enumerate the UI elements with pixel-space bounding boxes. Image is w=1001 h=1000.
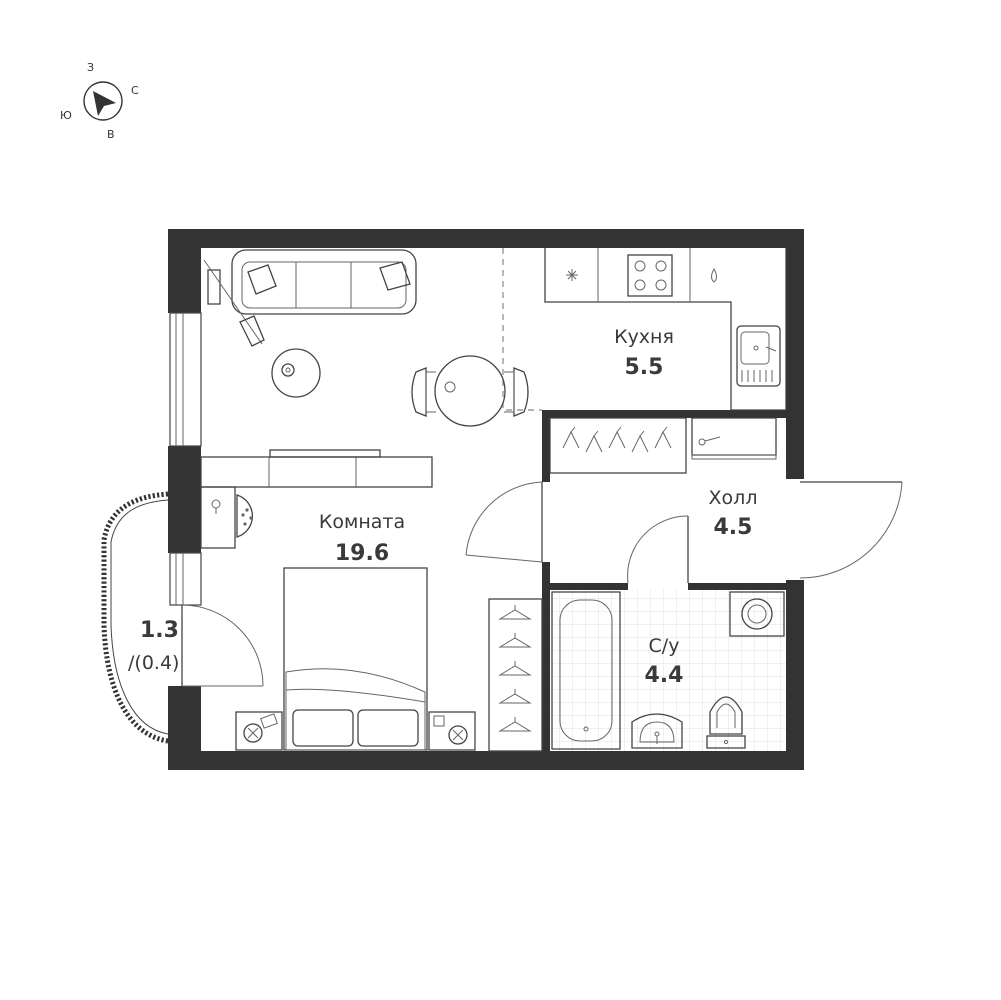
balcony-rail <box>101 491 169 744</box>
floor-lamp <box>203 259 265 347</box>
sofa <box>231 249 417 315</box>
compass-ring <box>83 81 123 121</box>
toilet <box>706 696 746 749</box>
bathtub <box>551 591 621 750</box>
living-room-furniture <box>200 249 543 752</box>
bathroom-sink <box>631 713 683 749</box>
wardrobe-hall <box>549 417 687 474</box>
hall-cabinet <box>691 417 777 460</box>
nightstand-right <box>428 711 476 751</box>
nightstand-left <box>235 711 283 751</box>
walls <box>168 229 804 770</box>
kitchen-sink <box>736 325 781 387</box>
balcony-edge <box>110 499 169 735</box>
wall-right-upper <box>786 229 804 479</box>
bathroom-tile-floor <box>550 589 786 751</box>
wall-top <box>168 229 804 248</box>
window-balcony <box>169 552 202 606</box>
bathroom-area: 4.4 <box>645 663 684 688</box>
coffee-table <box>271 348 321 398</box>
living-room-door <box>465 481 543 563</box>
kitchen-name: Кухня <box>614 326 674 348</box>
kitchen-furniture <box>544 248 787 411</box>
bathroom-name: С/у <box>649 635 680 657</box>
kitchen-area: 5.5 <box>625 355 664 380</box>
windows <box>169 312 202 606</box>
living-room-area: 19.6 <box>335 541 389 566</box>
hall-furniture <box>549 417 903 584</box>
wall-left-middle <box>168 446 201 553</box>
kitchen-counter <box>544 248 787 411</box>
wall-bath-top-right <box>688 583 788 590</box>
balcony-area: 1.3 <box>140 618 179 643</box>
desk <box>200 486 254 549</box>
snowflake-icon <box>566 269 578 281</box>
tv-unit <box>200 449 433 488</box>
balcony-reduced-area: /(0.4) <box>128 652 179 674</box>
wall-right-lower <box>786 580 804 770</box>
living-room-name: Комната <box>319 511 405 533</box>
dining-table <box>411 355 529 427</box>
wardrobe-bedroom <box>488 598 543 752</box>
compass-arrow-icon <box>93 91 116 116</box>
hall-area: 4.5 <box>714 515 753 540</box>
room-labels: Кухня 5.5 Комната 19.6 Холл 4.5 С/у 4.4 <box>319 326 758 688</box>
balcony: 1.3 /(0.4) <box>101 491 264 744</box>
washing-machine <box>729 591 785 637</box>
compass-south-label: Ю <box>60 109 72 122</box>
wall-kitchen-hall <box>542 410 790 418</box>
zone-divider <box>502 248 542 411</box>
water-drop-icon <box>711 267 717 283</box>
hall-name: Холл <box>709 487 758 509</box>
wall-bath-top-left <box>550 583 628 590</box>
wall-left-upper <box>168 229 201 313</box>
compass: З С Ю В <box>60 61 139 141</box>
bathroom-furniture <box>551 591 785 750</box>
compass-west-label: З <box>87 61 94 74</box>
bathroom-door <box>627 515 689 584</box>
window-left-large <box>169 312 202 447</box>
compass-east-label: В <box>107 128 115 141</box>
compass-north-label: С <box>131 84 139 97</box>
wall-hall-left-upper <box>542 410 550 482</box>
cooktop-icon <box>627 254 673 297</box>
wall-hall-left-lower <box>542 562 550 758</box>
wall-left-lower <box>168 686 201 770</box>
entrance-door <box>799 481 903 579</box>
bed <box>283 567 428 751</box>
balcony-door-swing <box>181 604 264 687</box>
wall-bottom <box>168 751 804 770</box>
